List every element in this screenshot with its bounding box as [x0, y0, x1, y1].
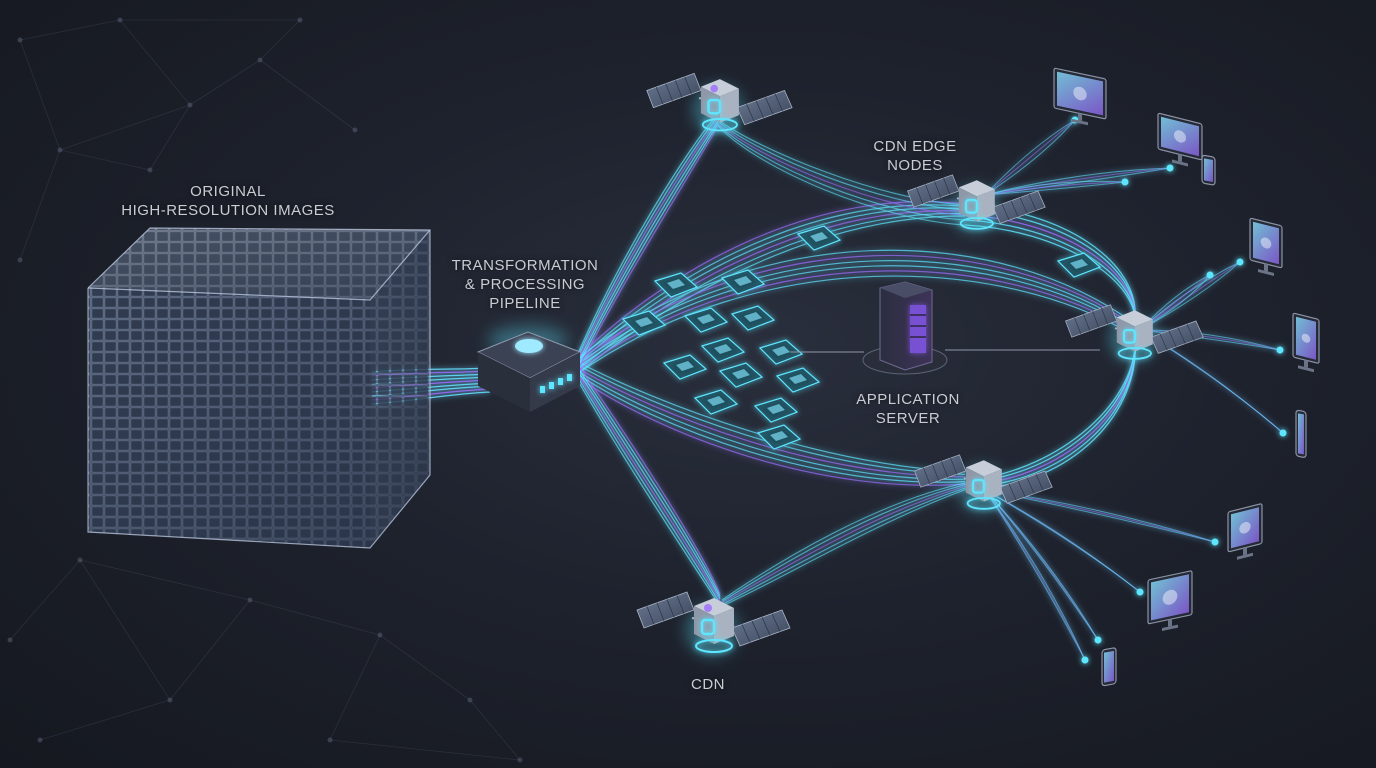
label-line: APPLICATION [856, 391, 960, 408]
application-server-label: APPLICATION SERVER [838, 390, 978, 428]
original-images-label: ORIGINAL HIGH-RESOLUTION IMAGES [98, 182, 358, 220]
label-line: & PROCESSING [464, 276, 586, 293]
label-line: NODES [887, 157, 943, 174]
satellite-nodes [636, 72, 1204, 656]
label-line: TRANSFORMATION [451, 257, 599, 274]
cdn-edge-nodes-label: CDN EDGE NODES [845, 137, 985, 175]
pipeline-label: TRANSFORMATION & PROCESSING PIPELINE [430, 256, 620, 313]
label-line: SERVER [875, 410, 941, 427]
data-flow-streams [371, 113, 1287, 664]
background-network [7, 17, 523, 763]
cdn-label: CDN [668, 675, 748, 694]
label-line: PIPELINE [489, 295, 561, 312]
label-line: ORIGINAL [190, 183, 266, 200]
image-cube-icon [87, 227, 431, 549]
label-line: CDN [691, 676, 725, 693]
client-devices [1053, 67, 1320, 687]
processed-image-tiles [621, 225, 1102, 450]
label-line: HIGH-RESOLUTION IMAGES [121, 202, 335, 219]
label-line: CDN EDGE [873, 138, 957, 155]
processing-chip-icon [476, 326, 582, 412]
server-rack-icon [790, 281, 1100, 375]
